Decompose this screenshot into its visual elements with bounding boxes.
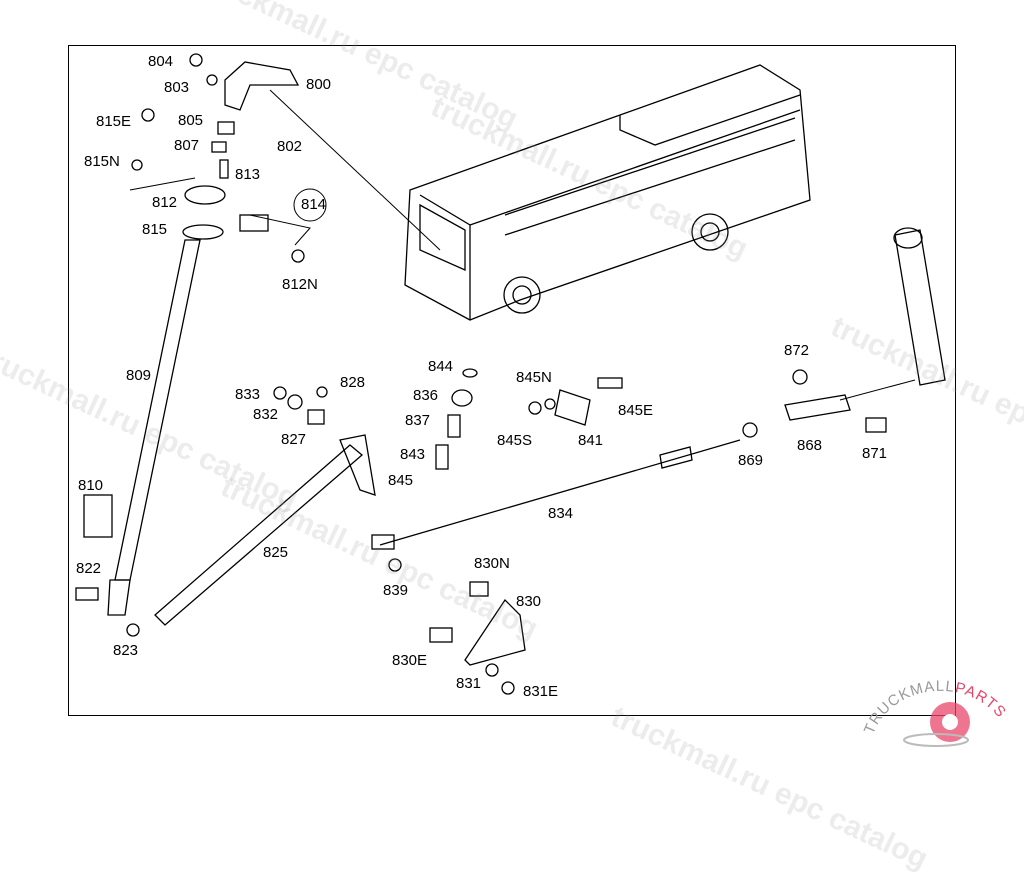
part-label-834: 834 <box>548 505 574 522</box>
part-label-872: 872 <box>784 342 810 359</box>
truckmallparts-logo: TRUCKMALLPARTS <box>861 678 1008 747</box>
part-label-803: 803 <box>164 79 190 96</box>
part-label-871: 871 <box>862 445 888 462</box>
part-label-807: 807 <box>174 137 200 154</box>
part-label-836: 836 <box>413 387 439 404</box>
part-label-845E: 845E <box>618 402 654 419</box>
parts-illustration <box>75 53 946 695</box>
part-label-830: 830 <box>516 593 542 610</box>
part-label-841: 841 <box>578 432 604 449</box>
part-label-830E: 830E <box>392 652 428 669</box>
part-label-845N: 845N <box>516 369 552 386</box>
part-label-815N: 815N <box>84 153 120 170</box>
part-label-813: 813 <box>235 166 261 183</box>
part-label-802: 802 <box>277 138 303 155</box>
part-label-845S: 845S <box>497 432 533 449</box>
part-label-830N: 830N <box>474 555 510 572</box>
part-label-843: 843 <box>400 446 426 463</box>
part-label-814: 814 <box>301 196 327 213</box>
part-label-833: 833 <box>235 386 261 403</box>
part-label-800: 800 <box>306 76 332 93</box>
part-label-869: 869 <box>738 452 764 469</box>
part-label-815: 815 <box>142 221 168 238</box>
part-label-868: 868 <box>797 437 823 454</box>
part-label-844: 844 <box>428 358 454 375</box>
bus-illustration <box>404 64 811 321</box>
part-label-825: 825 <box>263 544 289 561</box>
part-label-831E: 831E <box>523 683 559 700</box>
part-label-812: 812 <box>152 194 178 211</box>
part-label-823: 823 <box>113 642 139 659</box>
part-label-832: 832 <box>253 406 279 423</box>
part-label-809: 809 <box>126 367 152 384</box>
part-label-837: 837 <box>405 412 431 429</box>
part-label-822: 822 <box>76 560 102 577</box>
part-label-828: 828 <box>340 374 366 391</box>
part-label-831: 831 <box>456 675 482 692</box>
diagram-frame <box>68 45 956 716</box>
part-label-815E: 815E <box>96 113 132 130</box>
part-label-845: 845 <box>388 472 414 489</box>
part-label-810: 810 <box>78 477 104 494</box>
part-label-812N: 812N <box>282 276 318 293</box>
part-label-804: 804 <box>148 53 174 70</box>
part-label-839: 839 <box>383 582 409 599</box>
part-label-827: 827 <box>281 431 307 448</box>
part-label-805: 805 <box>178 112 204 129</box>
